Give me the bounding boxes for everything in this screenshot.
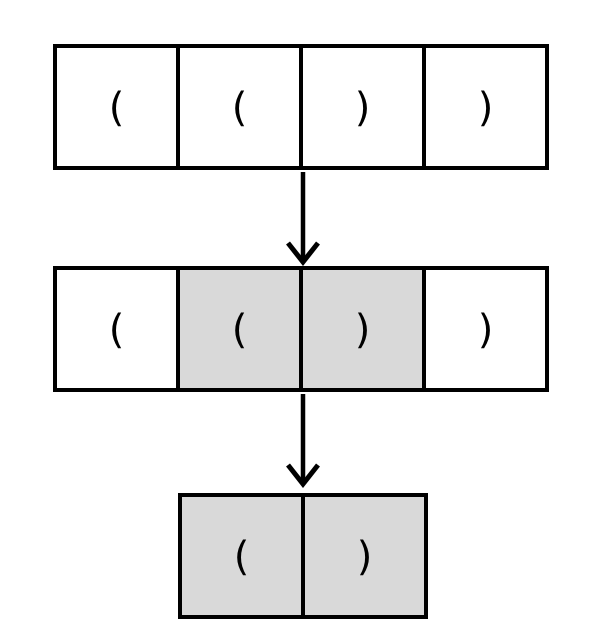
paren-label: ) — [354, 307, 371, 353]
paren-label: ) — [354, 85, 371, 131]
paren-label: ) — [477, 307, 494, 353]
paren-label: ) — [356, 534, 373, 580]
down-arrow-icon — [281, 172, 325, 266]
paren-cell: ( — [57, 48, 176, 166]
paren-cell: ( — [57, 270, 176, 388]
paren-label: ( — [233, 534, 250, 580]
paren-cell: ( — [176, 270, 299, 388]
paren-cell: ) — [422, 270, 545, 388]
paren-cell: ( — [176, 48, 299, 166]
paren-cell: ) — [301, 497, 424, 615]
token-row-2: ( ( ) ) — [53, 266, 549, 392]
down-arrow-icon — [281, 394, 325, 488]
token-row-1: ( ( ) ) — [53, 44, 549, 170]
paren-label: ( — [108, 85, 125, 131]
paren-label: ( — [231, 307, 248, 353]
paren-cell: ) — [299, 48, 422, 166]
paren-cell: ) — [422, 48, 545, 166]
paren-label: ( — [231, 85, 248, 131]
paren-label: ( — [108, 307, 125, 353]
paren-cell: ) — [299, 270, 422, 388]
paren-label: ) — [477, 85, 494, 131]
token-row-3: ( ) — [178, 493, 428, 619]
paren-cell: ( — [182, 497, 301, 615]
